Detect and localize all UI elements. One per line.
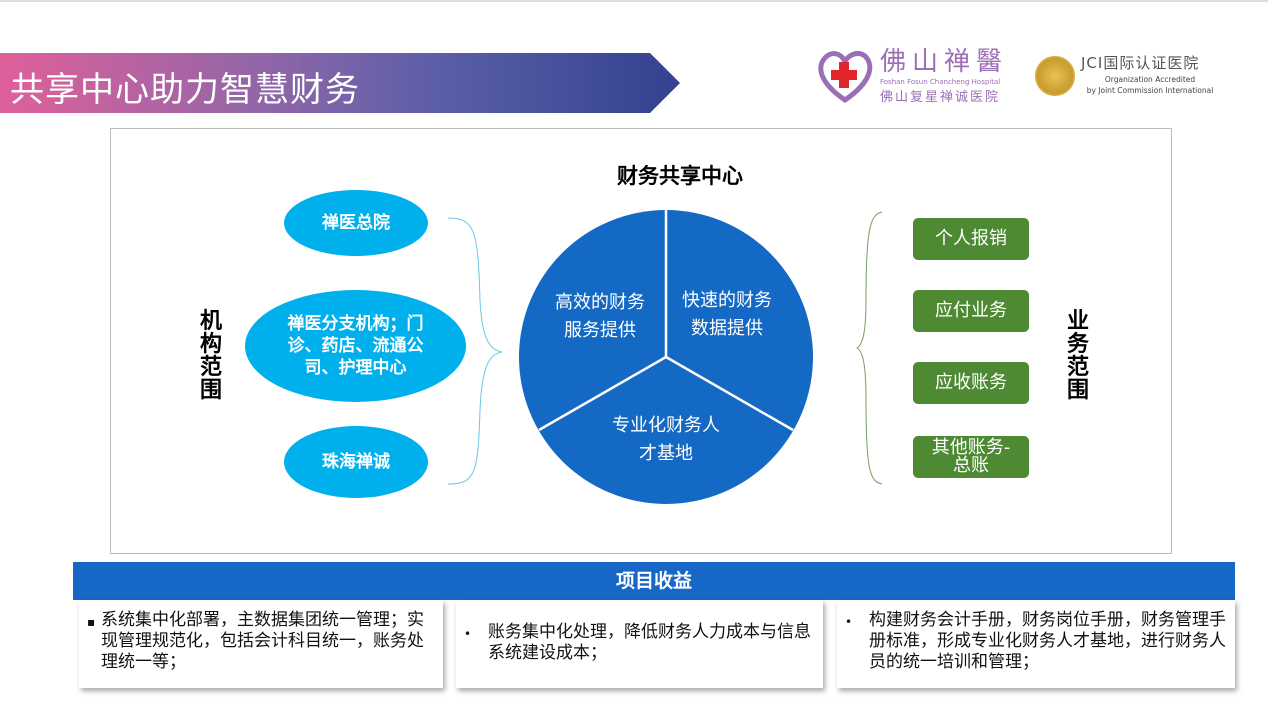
business-item: 个人报销 [913,218,1029,260]
pie-divider [538,355,667,432]
left-brace [447,217,503,485]
benefit-box: • 构建财务会计手册，财务岗位手册，财务管理手册标准，形成专业化财务人才基地，进行… [837,600,1235,688]
hospital-name-cn: 佛山禅醫 [880,47,1009,77]
right-label: 业务范围 [1066,309,1089,403]
jci-title: JCI国际认证医院 [1081,54,1200,72]
left-label: 机构范围 [199,309,222,403]
hospital-name-en: Foshan Fosun Chancheng Hospital [880,78,1001,86]
jci-line2: by Joint Commission International [1086,86,1214,95]
benefit-text: 账务集中化处理，降低财务人力成本与信息系统建设成本； [488,622,811,663]
institution-item: 禅医分支机构；门诊、药店、流通公司、护理中心 [245,290,466,402]
top-divider [0,0,1268,2]
benefit-box: • 账务集中化处理，降低财务人力成本与信息系统建设成本； [456,600,823,688]
pie-segment-label: 快速的财务数据提供 [682,290,772,339]
business-item: 应付业务 [913,290,1029,332]
heart-cross-icon [818,51,873,104]
business-item: 应收账务 [913,362,1029,404]
jci-line1: Organization Accredited [1104,75,1196,84]
diagram-title: 财务共享中心 [617,164,743,188]
bullet-icon: • [464,627,472,641]
bullet-icon: ▪ [87,615,96,629]
pie-segment-label: 专业化财务人才基地 [612,415,720,464]
business-item: 其他账务-总账 [913,436,1029,478]
pie-divider [665,355,794,432]
jci-logo: JCI国际认证医院 Organization Accredited by Joi… [1035,54,1225,102]
bullet-icon: • [845,615,853,629]
diagram-frame [110,128,1172,554]
benefit-box: ▪ 系统集中化部署，主数据集团统一管理；实现管理规范化，包括会计科目统一，账务处理… [79,600,443,688]
right-brace [856,211,883,485]
benefit-text: 系统集中化部署，主数据集团统一管理；实现管理规范化，包括会计科目统一，账务处理统… [101,610,424,672]
pie-segment-label: 高效的财务服务提供 [555,292,645,341]
benefit-text: 构建财务会计手册，财务岗位手册，财务管理手册标准，形成专业化财务人才基地，进行财… [869,610,1226,672]
title-banner: 共享中心助力智慧财务 [0,53,680,113]
benefits-header: 项目收益 [73,562,1235,600]
hospital-logo: 佛山禅醫 Foshan Fosun Chancheng Hospital 佛山复… [815,48,1015,110]
jci-seal-icon [1035,56,1075,96]
hospital-name-full: 佛山复星禅诚医院 [880,90,1001,105]
institution-item: 珠海禅诚 [284,426,428,498]
page-title: 共享中心助力智慧财务 [10,70,360,110]
institution-item: 禅医总院 [284,190,428,256]
